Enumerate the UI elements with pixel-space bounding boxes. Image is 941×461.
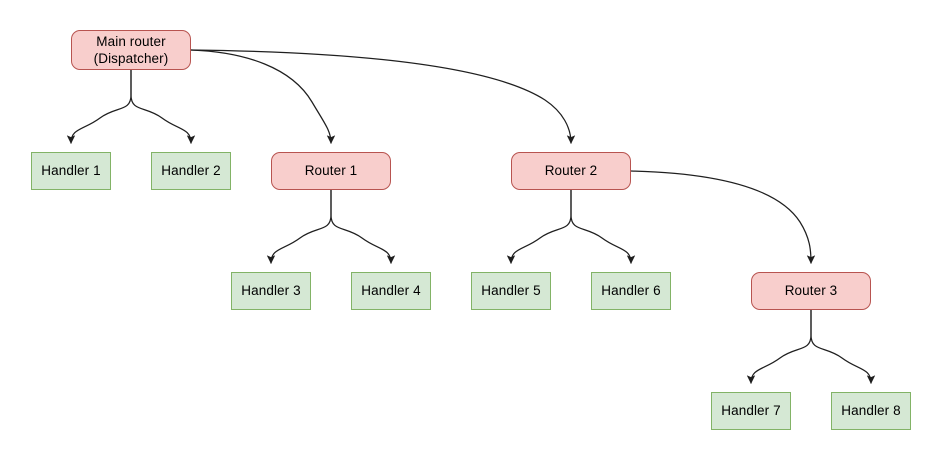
edge-router-2-to-handler-5 (506, 189, 572, 264)
node-handler-2[interactable]: Handler 2 (151, 152, 231, 190)
node-label: Handler 7 (721, 403, 781, 419)
node-handler-5[interactable]: Handler 5 (471, 272, 551, 310)
node-handler-6[interactable]: Handler 6 (591, 272, 671, 310)
node-label: Handler 6 (601, 283, 661, 299)
node-label: Router 2 (544, 163, 598, 179)
node-label: Handler 4 (361, 283, 421, 299)
edge-router-1-to-handler-3 (266, 189, 332, 264)
node-label: Router 3 (784, 283, 838, 299)
node-handler-1[interactable]: Handler 1 (31, 152, 111, 190)
edge-main-router-to-handler-1 (66, 69, 132, 144)
node-main-router[interactable]: Main router (Dispatcher) (71, 30, 191, 70)
node-label: Handler 1 (41, 163, 101, 179)
node-handler-3[interactable]: Handler 3 (231, 272, 311, 310)
edge-main-router-to-handler-2 (130, 69, 196, 144)
node-label: Main router (Dispatcher) (93, 33, 169, 66)
node-label: Handler 5 (481, 283, 541, 299)
edge-router-3-to-handler-7 (746, 309, 812, 384)
node-label: Handler 8 (841, 403, 901, 419)
edge-router-1-to-handler-4 (330, 189, 396, 264)
node-router-2[interactable]: Router 2 (511, 152, 631, 190)
edge-router-2-to-router-3 (630, 170, 816, 265)
edge-router-3-to-handler-8 (810, 309, 876, 384)
node-router-1[interactable]: Router 1 (271, 152, 391, 190)
node-handler-8[interactable]: Handler 8 (831, 392, 911, 430)
node-handler-4[interactable]: Handler 4 (351, 272, 431, 310)
node-handler-7[interactable]: Handler 7 (711, 392, 791, 430)
node-label: Handler 2 (161, 163, 221, 179)
edge-router-2-to-handler-6 (570, 189, 636, 264)
edge-main-router-to-router-1 (190, 49, 336, 145)
edge-main-router-to-router-2 (190, 49, 576, 145)
node-router-3[interactable]: Router 3 (751, 272, 871, 310)
node-label: Router 1 (304, 163, 358, 179)
node-label: Handler 3 (241, 283, 301, 299)
